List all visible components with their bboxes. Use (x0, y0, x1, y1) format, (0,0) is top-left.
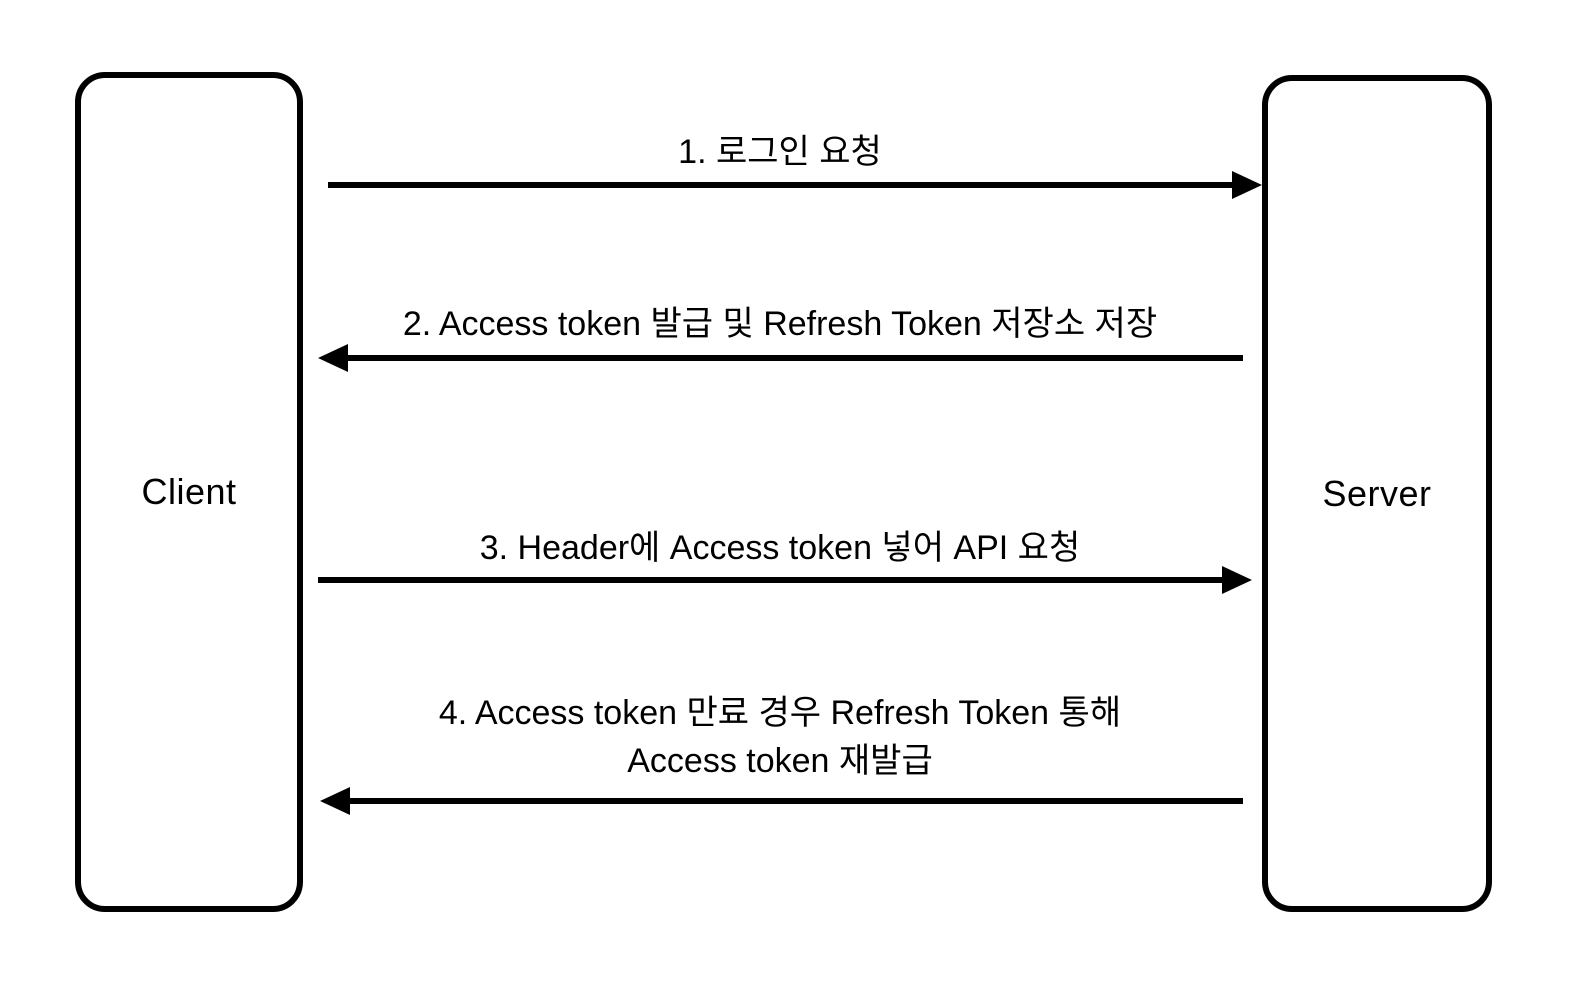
message-3-arrow-line (318, 577, 1222, 583)
server-node: Server (1262, 75, 1492, 912)
message-2-arrowhead-left-icon (318, 344, 348, 372)
message-3-arrowhead-right-icon (1222, 566, 1252, 594)
message-4-arrowhead-left-icon (320, 787, 350, 815)
message-2-label: 2. Access token 발급 및 Refresh Token 저장소 저… (402, 305, 1158, 343)
server-node-label: Server (1322, 472, 1432, 514)
message-3-label: 3. Header에 Access token 넣어 API 요청 (479, 529, 1081, 567)
message-2-arrow-line (348, 355, 1243, 361)
message-1-label: 1. 로그인 요청 (678, 133, 882, 171)
client-node: Client (75, 72, 303, 912)
message-4-label-line1: 4. Access token 만료 경우 Refresh Token 통해 (438, 694, 1122, 732)
message-1-arrowhead-right-icon (1232, 171, 1262, 199)
message-4-arrow-line (350, 798, 1243, 804)
message-4-label: 4. Access token 만료 경우 Refresh Token 통해 A… (300, 689, 1260, 785)
message-1-arrow-line (328, 182, 1232, 188)
message-4-label-line2: Access token 재발급 (627, 742, 933, 780)
client-node-label: Client (141, 471, 237, 512)
